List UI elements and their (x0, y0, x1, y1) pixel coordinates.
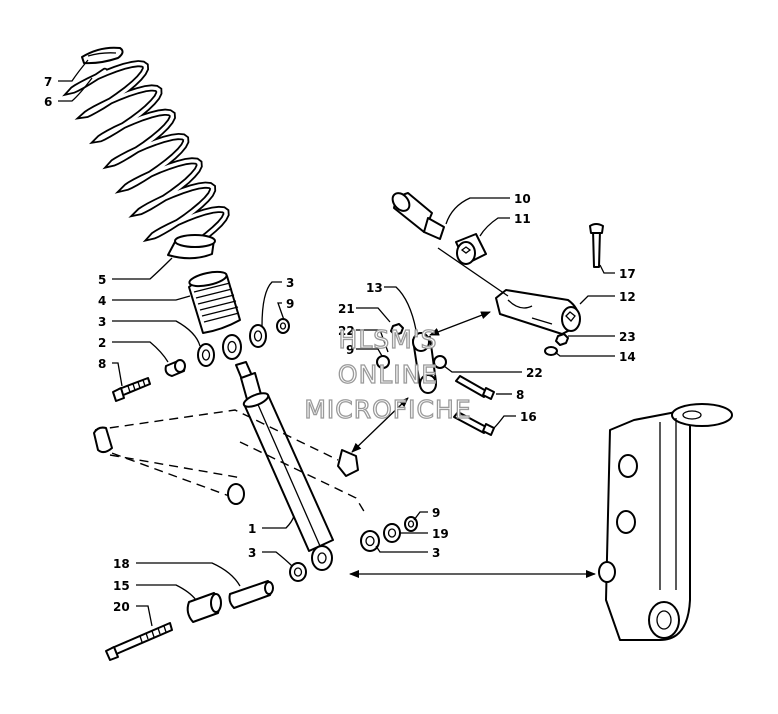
callout-3: 3 (286, 276, 294, 290)
leader-lines (58, 59, 615, 627)
callout-6: 6 (44, 95, 52, 109)
callout-23: 23 (619, 330, 636, 344)
callout-19: 19 (432, 527, 449, 541)
upper-bushings (164, 318, 290, 377)
assembly-arrows (349, 247, 596, 578)
watermark: HLSM'S ONLINE MICROFICHE (304, 324, 472, 424)
square-adapter (455, 233, 487, 265)
shock-absorber (235, 361, 334, 571)
callout-14: 14 (619, 350, 636, 364)
link-bolts (390, 323, 495, 436)
callout-12: 12 (619, 290, 636, 304)
watermark-line3: MICROFICHE (304, 395, 471, 424)
connecting-link (376, 332, 447, 394)
callout-numbers: 7 6 5 4 3 9 3 2 8 1 3 18 15 20 9 19 3 13… (44, 75, 636, 614)
callout-8: 8 (516, 388, 524, 402)
callout-3: 3 (248, 546, 256, 560)
callout-1: 1 (248, 522, 256, 536)
bump-stop (188, 270, 241, 334)
spring-cap (81, 46, 124, 65)
coil-spring (62, 60, 230, 245)
lower-bolt (105, 622, 173, 661)
idler-arm (495, 289, 581, 335)
spring-retainer (167, 234, 216, 260)
callout-18: 18 (113, 557, 130, 571)
callout-10: 10 (514, 192, 531, 206)
callout-15: 15 (113, 579, 130, 593)
callout-22: 22 (338, 324, 355, 338)
upper-bolt (112, 377, 151, 402)
callout-4: 4 (98, 294, 106, 308)
callout-13: 13 (366, 281, 383, 295)
callout-9: 9 (432, 506, 440, 520)
callout-21: 21 (338, 302, 355, 316)
callout-9: 9 (346, 343, 354, 357)
callout-17: 17 (619, 267, 636, 281)
callout-5: 5 (98, 273, 106, 287)
callout-7: 7 (44, 75, 52, 89)
socket-tool (391, 192, 445, 240)
callout-8: 8 (98, 357, 106, 371)
callout-11: 11 (514, 212, 531, 226)
lower-spacer (186, 592, 222, 623)
upright-bolt (589, 223, 604, 268)
callout-3: 3 (432, 546, 440, 560)
lower-bushings (289, 516, 418, 582)
callout-20: 20 (113, 600, 130, 614)
a-arm-frame (93, 409, 366, 514)
callout-16: 16 (520, 410, 537, 424)
nuts-small (544, 333, 569, 356)
steering-spindle (598, 403, 733, 641)
callout-22: 22 (526, 366, 543, 380)
callout-3: 3 (98, 315, 106, 329)
lower-sleeve (228, 580, 274, 609)
callout-2: 2 (98, 336, 106, 350)
watermark-line2: ONLINE (338, 360, 438, 389)
watermark-line1: HLSM'S (339, 325, 438, 354)
callout-9: 9 (286, 297, 294, 311)
